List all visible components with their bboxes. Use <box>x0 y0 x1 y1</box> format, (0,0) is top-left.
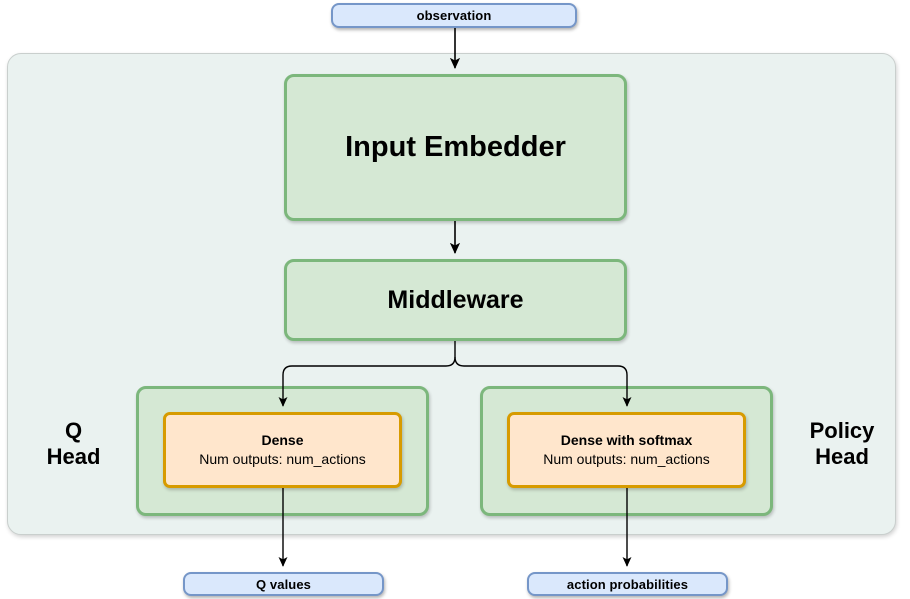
node-input-embedder[interactable]: Input Embedder <box>284 74 627 221</box>
middleware-label: Middleware <box>387 285 524 314</box>
node-observation[interactable]: observation <box>331 3 577 28</box>
policy-dense-subtitle: Num outputs: num_actions <box>543 451 710 467</box>
node-middleware[interactable]: Middleware <box>284 259 627 341</box>
label-q-head: Q Head <box>46 418 101 469</box>
label-policy-head: Policy Head <box>809 418 875 469</box>
input-embedder-label: Input Embedder <box>345 131 566 163</box>
q-values-label: Q values <box>256 576 311 592</box>
observation-label: observation <box>416 8 492 23</box>
q-dense-subtitle: Num outputs: num_actions <box>199 451 366 467</box>
q-dense-title: Dense <box>261 432 304 449</box>
node-q-values-output[interactable]: Q values <box>183 572 384 596</box>
action-probabilities-label: action probabilities <box>566 576 689 592</box>
node-policy-dense[interactable]: Dense with softmax Num outputs: num_acti… <box>507 412 746 488</box>
node-q-dense[interactable]: Dense Num outputs: num_actions <box>163 412 402 488</box>
policy-dense-title: Dense with softmax <box>560 432 693 449</box>
node-action-probabilities-output[interactable]: action probabilities <box>527 572 728 596</box>
